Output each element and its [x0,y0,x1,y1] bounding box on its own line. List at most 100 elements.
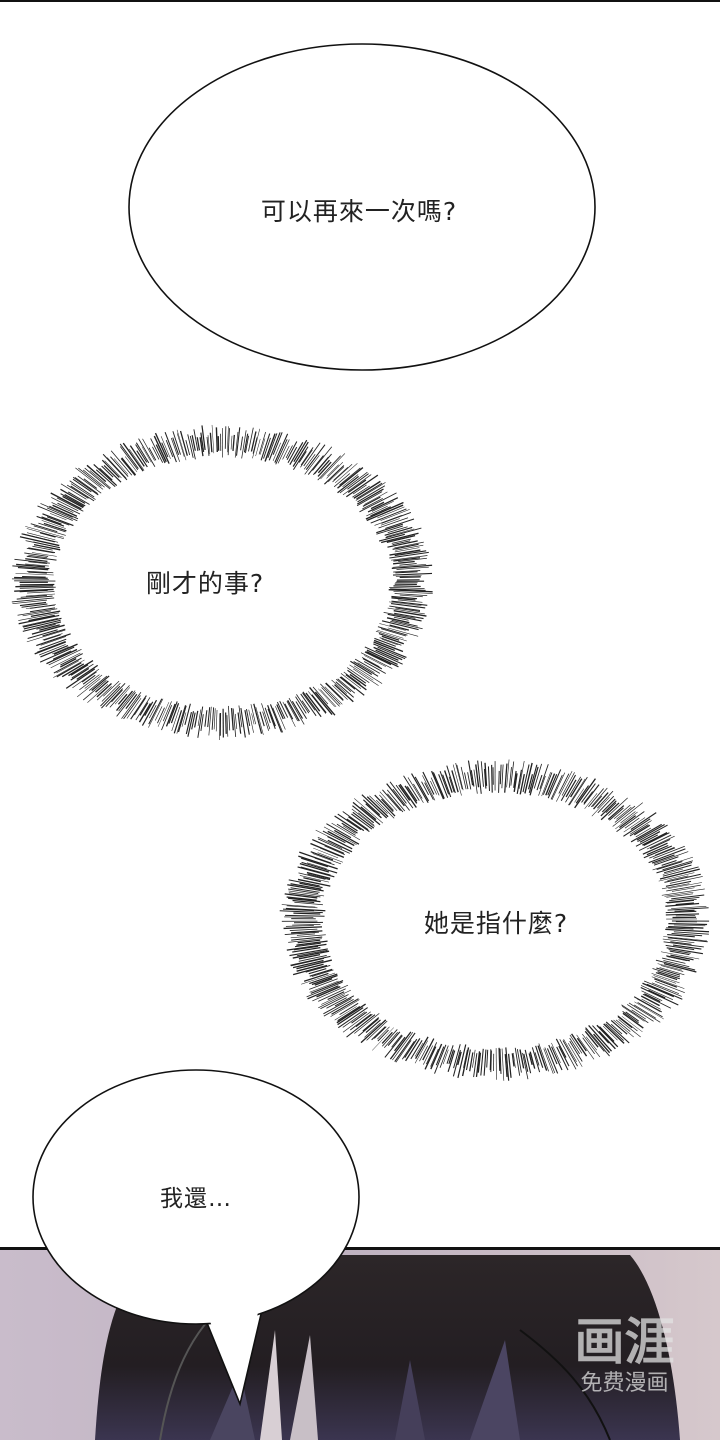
spike-stroke [304,455,320,475]
spike-stroke [125,693,138,710]
spike-stroke [95,680,109,693]
spike-stroke [72,478,92,493]
spike-stroke [142,438,155,461]
spike-stroke [194,710,199,728]
spike-stroke [353,668,379,686]
spike-stroke [15,573,54,576]
spike-stroke [70,485,95,502]
spike-stroke [303,454,316,470]
spike-stroke [41,516,62,525]
spike-stroke [53,643,78,655]
spike-stroke [70,483,96,500]
spike-stroke [27,591,55,594]
spike-stroke [439,1045,449,1068]
spike-stroke [375,649,399,661]
spike-stroke [569,1037,581,1055]
spike-stroke [516,1049,522,1073]
spike-stroke [224,426,227,449]
spike-stroke [293,439,308,463]
bubble-4-text: 我還… [160,1186,232,1212]
spike-stroke [284,893,318,899]
spike-stroke [36,624,56,630]
spike-stroke [83,478,98,489]
spike-stroke [361,657,380,668]
spike-stroke [381,532,419,544]
spike-stroke [538,1043,550,1072]
spike-stroke [33,525,66,536]
spike-stroke [637,824,668,843]
spike-stroke [386,783,405,807]
spike-stroke [349,673,367,687]
spike-stroke [391,595,418,600]
spike-stroke [308,968,327,975]
spike-stroke [393,609,427,617]
spike-stroke [366,505,388,517]
spike-stroke [391,603,426,609]
spike-stroke [264,707,271,724]
spike-stroke [252,437,258,454]
spike-stroke [612,802,643,827]
spike-stroke [100,685,121,707]
spike-stroke [351,813,373,830]
spike-stroke [651,976,685,989]
spike-stroke [335,463,358,483]
spike-stroke [355,482,386,501]
speech-bubble-1 [128,43,596,371]
spike-stroke [377,629,404,639]
spike-stroke [102,453,128,481]
spike-stroke [605,1023,624,1041]
spike-stroke [294,901,323,906]
spiky-bubble-2 [11,424,433,740]
spike-stroke [307,455,324,475]
spike-stroke [548,1044,558,1065]
spike-stroke [296,940,328,946]
spike-stroke [288,879,320,887]
spike-stroke [30,610,61,617]
spike-stroke [435,1046,445,1066]
spike-stroke [661,883,690,890]
spike-stroke [281,904,316,908]
spike-stroke [322,830,346,844]
spike-stroke [337,475,360,494]
spike-stroke [414,1042,424,1057]
spike-stroke [296,933,315,936]
spike-stroke [213,708,216,730]
spike-stroke [401,1041,415,1060]
spike-stroke [619,815,637,829]
spike-stroke [358,812,375,826]
spike-stroke [381,1031,393,1044]
spike-stroke [656,860,683,871]
spiky-bubble-3 [279,759,710,1081]
spike-stroke [288,897,321,903]
spike-stroke [391,619,418,627]
spike-stroke [568,776,588,806]
spike-stroke [379,794,394,811]
spike-stroke [352,805,375,824]
spike-stroke [665,880,692,887]
spike-stroke [60,653,83,666]
spike-stroke [285,925,314,927]
spike-stroke [86,464,107,483]
spike-stroke [327,835,353,850]
spike-stroke [300,449,313,468]
spike-stroke [386,535,416,543]
spike-stroke [571,1033,588,1057]
spike-stroke [609,807,624,821]
spike-stroke [259,711,265,727]
spike-stroke [109,685,130,708]
spike-stroke [671,887,695,892]
spike-stroke [384,526,413,536]
spike-stroke [423,1045,434,1065]
spike-stroke [534,1052,540,1066]
spike-stroke [605,802,617,814]
spike-stroke [583,791,593,804]
spike-stroke [333,467,349,481]
spike-stroke [116,692,136,717]
spike-stroke [480,761,484,787]
spike-stroke [185,439,191,456]
spike-stroke [134,697,146,716]
spike-stroke [671,905,707,909]
spike-stroke [394,1032,416,1062]
spike-stroke [279,700,289,718]
spike-stroke [211,707,215,730]
